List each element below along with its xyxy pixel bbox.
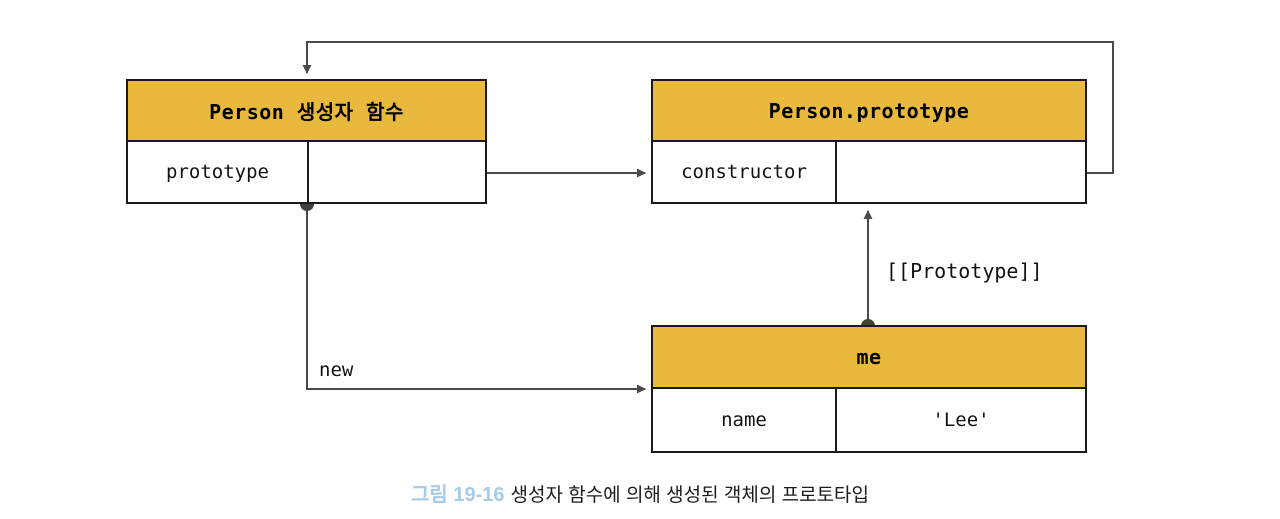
property-value-name: 'Lee'	[932, 409, 990, 431]
box-constructor-function-row: prototype	[128, 142, 485, 202]
box-prototype-object-title: Person.prototype	[653, 81, 1085, 142]
box-instance-object: me name 'Lee'	[651, 325, 1087, 453]
box-instance-object-title: me	[653, 327, 1085, 389]
box-constructor-function: Person 생성자 함수 prototype	[126, 79, 487, 204]
property-value-prototype	[309, 142, 485, 202]
box-constructor-function-title: Person 생성자 함수	[128, 81, 485, 142]
property-value-constructor	[837, 142, 1085, 202]
property-key-name: name	[653, 389, 837, 451]
box-prototype-object: Person.prototype constructor	[651, 79, 1087, 204]
figure-caption-text: 생성자 함수에 의해 생성된 객체의 프로토타입	[510, 485, 870, 506]
box-prototype-object-row: constructor	[653, 142, 1085, 202]
edge-label-new: new	[319, 359, 354, 381]
box-instance-object-row: name 'Lee'	[653, 389, 1085, 451]
property-key-constructor: constructor	[653, 142, 837, 202]
edge-label-prototype-link: [[Prototype]]	[886, 259, 1043, 283]
edge-instance-prototype-link	[861, 210, 875, 333]
property-key-prototype: prototype	[128, 142, 309, 202]
figure-caption-number: 그림 19-16	[410, 484, 505, 506]
